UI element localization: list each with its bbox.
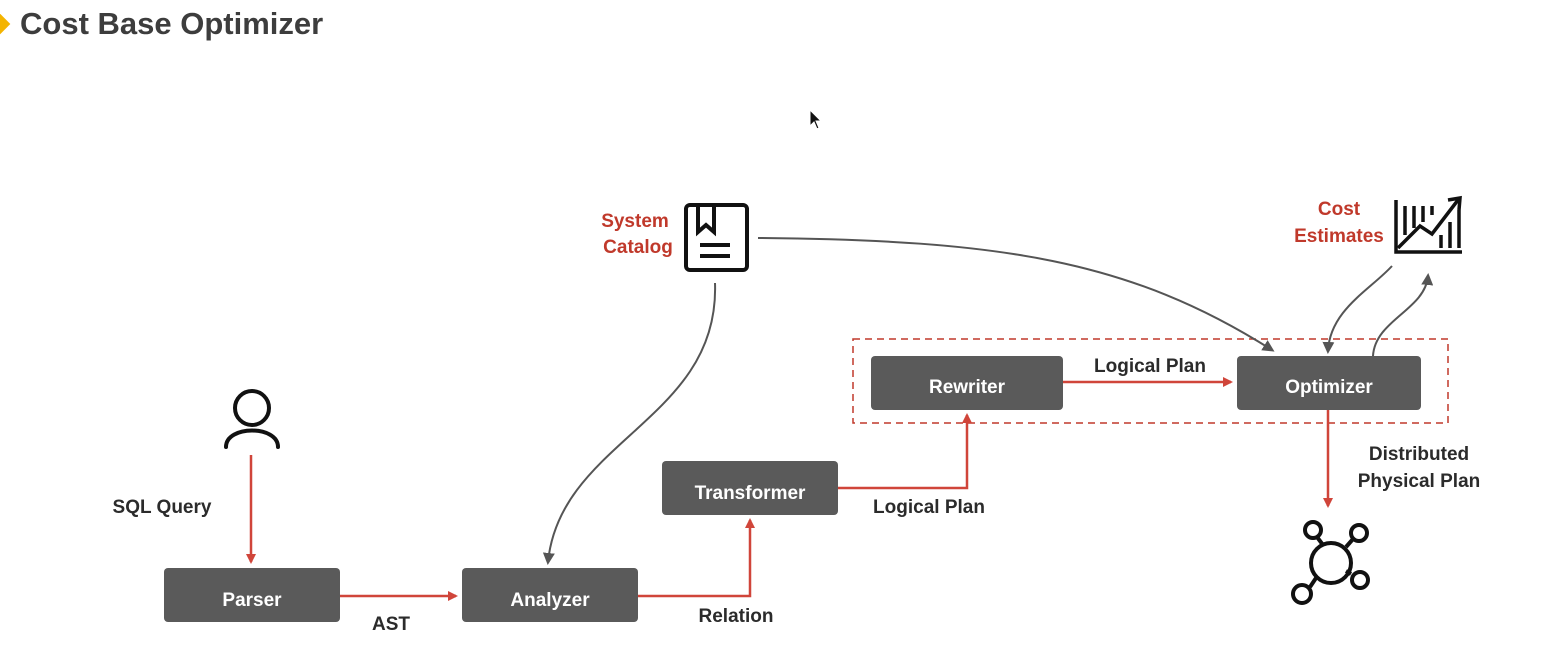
- cost-chart-icon: [1394, 195, 1462, 254]
- edge-label-logical-plan-1: Logical Plan: [873, 497, 985, 518]
- parser-node: [164, 568, 340, 622]
- user-icon: [224, 389, 280, 449]
- edge-catalog-to-optimizer: [757, 237, 1275, 352]
- slide-title: Cost Base Optimizer: [20, 6, 324, 41]
- system-catalog-label-line1: System: [601, 211, 669, 232]
- edge-analyzer-to-transformer: [638, 518, 755, 598]
- network-hub-icon: [1291, 520, 1370, 605]
- edge-catalog-to-analyzer: [542, 282, 717, 565]
- edge-cost-estimates-to-optimizer: [1322, 265, 1393, 354]
- edge-transformer-to-rewriter: [838, 413, 972, 490]
- optimizer-group-boundary: [852, 338, 1449, 424]
- parser-node-label: Parser: [222, 590, 282, 611]
- catalog-document-icon: [684, 203, 749, 272]
- edge-optimizer-to-cost-estimates: [1372, 273, 1434, 357]
- edge-label-distributed: Distributed: [1369, 444, 1469, 465]
- transformer-node: [662, 461, 838, 515]
- rewriter-node: [871, 356, 1063, 410]
- optimizer-node: [1237, 356, 1421, 410]
- edge-label-relation: Relation: [699, 606, 774, 627]
- edge-label-sql-query: SQL Query: [113, 497, 212, 518]
- rewriter-node-label: Rewriter: [929, 377, 1006, 398]
- analyzer-node: [462, 568, 638, 622]
- analyzer-node-label: Analyzer: [510, 590, 590, 611]
- edge-label-physical-plan: Physical Plan: [1358, 471, 1481, 492]
- cost-estimates-label-line1: Cost: [1318, 199, 1361, 220]
- optimizer-node-label: Optimizer: [1285, 377, 1373, 398]
- transformer-node-label: Transformer: [695, 483, 806, 504]
- edge-label-logical-plan-2: Logical Plan: [1094, 356, 1206, 377]
- edge-label-ast: AST: [372, 614, 410, 635]
- mouse-cursor-icon: [809, 108, 823, 130]
- system-catalog-label-line2: Catalog: [603, 237, 673, 258]
- cost-estimates-label-line2: Estimates: [1294, 226, 1384, 247]
